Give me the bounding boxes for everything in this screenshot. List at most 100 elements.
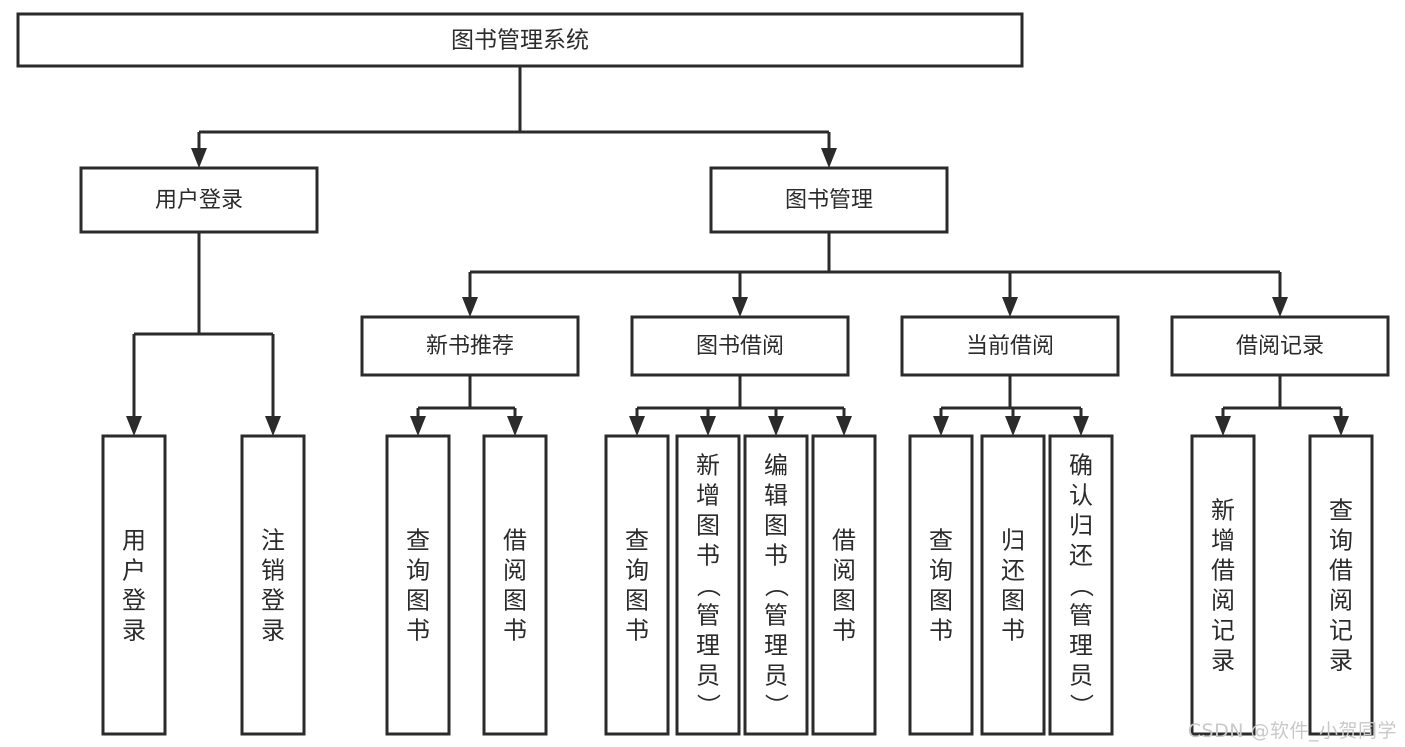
node-label-char: 书: [929, 616, 953, 644]
node-label-char: 图: [625, 586, 649, 614]
node-label-char: 询: [406, 556, 430, 584]
node-label-char: 询: [1329, 526, 1353, 554]
arrow-head-icon: [821, 148, 837, 168]
arrow-head-icon: [700, 416, 716, 436]
node-box[interactable]: [240, 434, 306, 736]
node-label: 图书借阅: [696, 334, 784, 359]
arrow-head-icon: [1002, 297, 1018, 317]
arrow-head-icon: [462, 297, 478, 317]
node-box[interactable]: [630, 315, 850, 377]
node-box[interactable]: [360, 315, 580, 377]
node-label-char: 还: [1069, 541, 1093, 569]
node-label-char: 书: [503, 616, 527, 644]
node-label: 用户登录: [155, 188, 243, 213]
node-user-login[interactable]: 用户登录: [79, 166, 319, 234]
node-label-char: ）: [762, 693, 790, 717]
node-label-char: 归: [1069, 511, 1093, 539]
node-label-char: 登: [261, 586, 285, 614]
node-box[interactable]: [604, 434, 670, 736]
node-label-char: 编: [764, 451, 788, 479]
node-label-char: 新: [696, 451, 720, 479]
node-label: 图书管理系统: [451, 28, 589, 54]
node-box[interactable]: [79, 166, 319, 234]
node-box[interactable]: [675, 434, 741, 736]
node-label-char: 借: [1211, 556, 1235, 584]
node-leaf-user-login[interactable]: 用户登录: [101, 434, 167, 736]
arrow-head-icon: [768, 416, 784, 436]
node-label-char: 询: [625, 556, 649, 584]
node-label-char: 书: [406, 616, 430, 644]
node-box[interactable]: [900, 315, 1120, 377]
node-box[interactable]: [980, 434, 1046, 736]
node-label: 新书推荐: [426, 334, 514, 359]
arrow-head-icon: [836, 416, 852, 436]
node-box[interactable]: [1190, 434, 1256, 736]
node-borrow-record[interactable]: 借阅记录: [1170, 315, 1390, 377]
node-box[interactable]: [811, 434, 877, 736]
node-label-char: 图: [1001, 586, 1025, 614]
node-layer: 图书管理系统用户登录图书管理新书推荐图书借阅当前借阅借阅记录用户登录注销登录查询…: [16, 12, 1390, 736]
node-label-char: 增: [696, 481, 720, 509]
node-box[interactable]: [908, 434, 974, 736]
node-label-char: 员: [764, 661, 788, 689]
arrow-head-icon: [1272, 297, 1288, 317]
node-label-char: 图: [503, 586, 527, 614]
node-label-char: 管: [696, 601, 720, 629]
node-label-char: ）: [1067, 693, 1095, 717]
node-box[interactable]: [482, 434, 548, 736]
node-label-char: 阅: [1211, 586, 1235, 614]
node-label-char: 书: [696, 541, 720, 569]
node-label-char: 员: [1069, 661, 1093, 689]
arrow-head-icon: [1333, 416, 1349, 436]
node-label-char: 图: [406, 586, 430, 614]
node-label-char: 查: [625, 526, 649, 554]
node-box[interactable]: [709, 166, 949, 234]
node-label-char: 归: [1001, 526, 1025, 554]
node-label-char: 记: [1329, 616, 1353, 644]
node-box[interactable]: [1048, 434, 1114, 736]
node-label-char: 注: [261, 526, 285, 554]
node-label: 当前借阅: [966, 334, 1054, 359]
node-label-char: 书: [1001, 616, 1025, 644]
node-book-manage[interactable]: 图书管理: [709, 166, 949, 234]
node-new-book-rec[interactable]: 新书推荐: [360, 315, 580, 377]
node-box[interactable]: [1170, 315, 1390, 377]
node-label-char: 员: [696, 661, 720, 689]
node-box[interactable]: [1308, 434, 1374, 736]
node-label-char: 登: [122, 586, 146, 614]
node-label: 借阅记录: [1236, 334, 1324, 359]
node-root[interactable]: 图书管理系统: [16, 12, 1024, 68]
node-label-char: 图: [764, 511, 788, 539]
node-label-char: ）: [694, 693, 722, 717]
node-label-char: 阅: [832, 556, 856, 584]
node-box[interactable]: [385, 434, 451, 736]
node-label-char: （: [1067, 573, 1095, 597]
node-label-char: 认: [1069, 481, 1093, 509]
node-label-char: 录: [1211, 646, 1235, 674]
node-label-char: 管: [1069, 601, 1093, 629]
node-label-char: 记: [1211, 616, 1235, 644]
node-label-char: 书: [832, 616, 856, 644]
node-box[interactable]: [743, 434, 809, 736]
node-box[interactable]: [16, 12, 1024, 68]
node-book-borrow[interactable]: 图书借阅: [630, 315, 850, 377]
node-label-char: 借: [1329, 556, 1353, 584]
node-label-char: 用: [122, 526, 146, 554]
node-label-char: 录: [1329, 646, 1353, 674]
node-label-char: 阅: [1329, 586, 1353, 614]
node-current-borrow[interactable]: 当前借阅: [900, 315, 1120, 377]
node-box[interactable]: [101, 434, 167, 736]
